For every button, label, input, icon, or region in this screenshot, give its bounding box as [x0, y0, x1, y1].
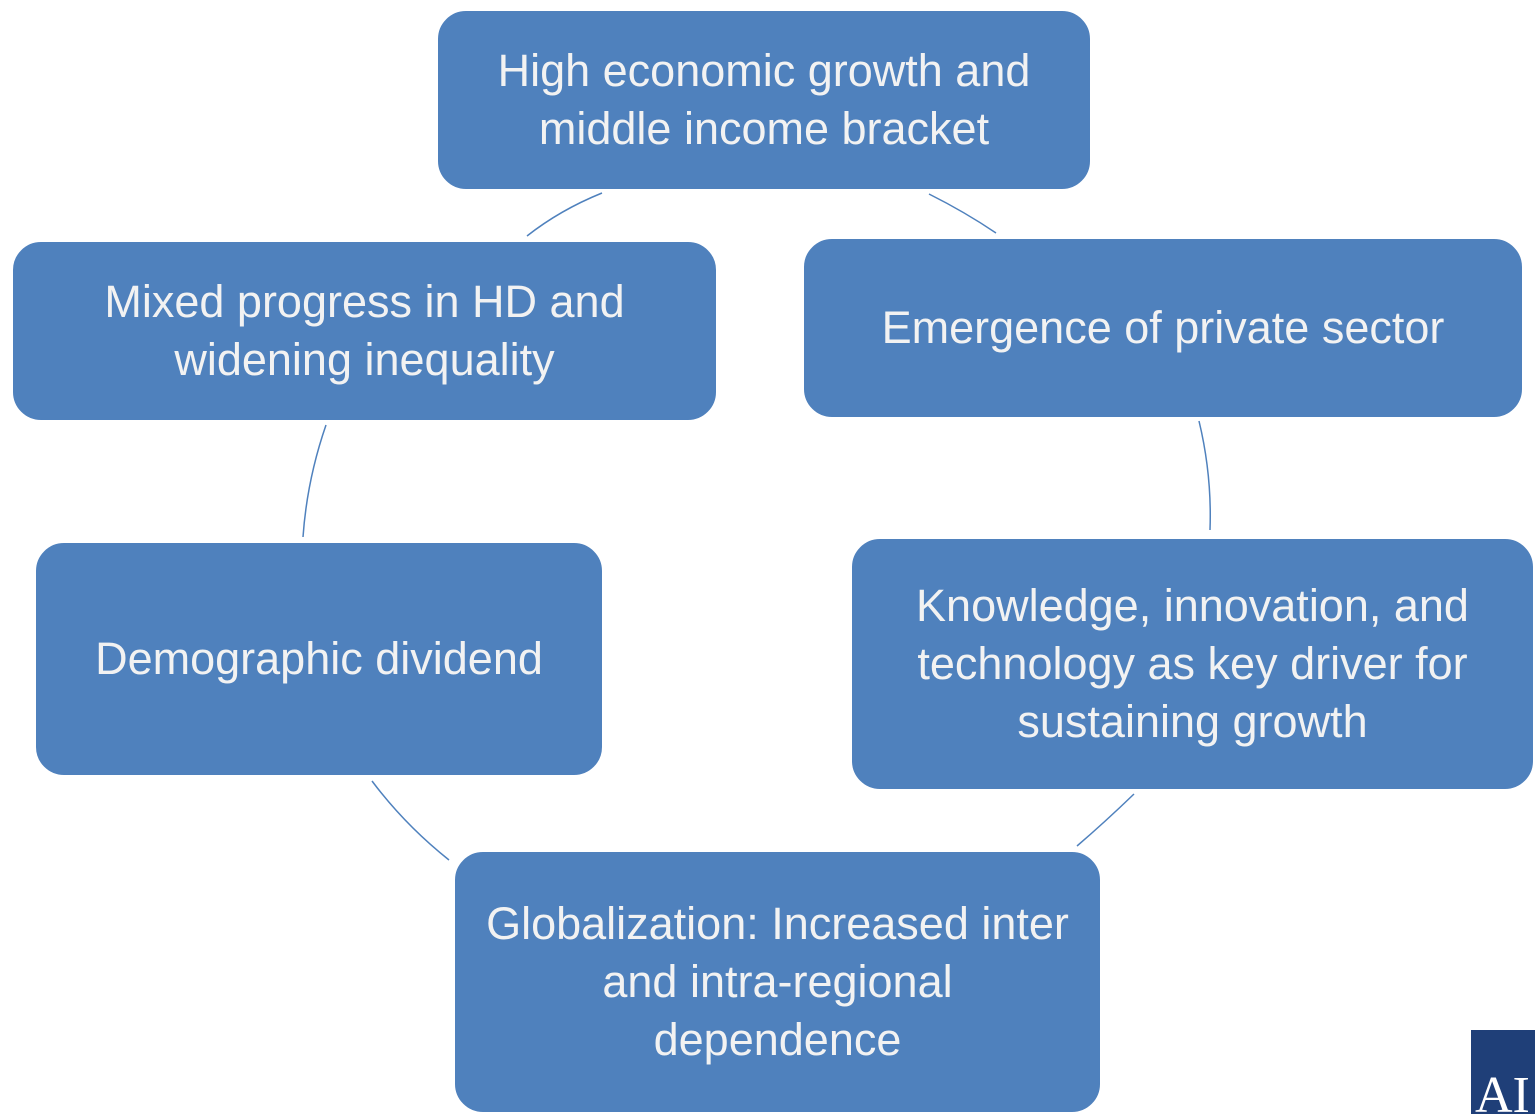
cycle-node-human-development: Mixed progress in HD and widening inequa…: [11, 240, 718, 422]
connector-top-right: [928, 193, 997, 234]
connector-right-midright: [1198, 420, 1211, 531]
node-label: High economic growth and middle income b…: [497, 45, 1031, 154]
cycle-node-demographic-dividend: Demographic dividend: [34, 541, 604, 777]
cycle-node-economic-growth: High economic growth and middle income b…: [436, 9, 1092, 191]
logo-mark: AI: [1475, 1067, 1530, 1114]
connector-bottom-midleft: [371, 780, 450, 861]
connector-left-top: [526, 192, 603, 237]
node-label: Mixed progress in HD and widening inequa…: [104, 276, 625, 385]
node-label: Globalization: Increased inter and intra…: [486, 898, 1069, 1065]
connector-midright-bottom: [1076, 793, 1135, 847]
institution-logo: AI: [1471, 1030, 1535, 1114]
node-label: Demographic dividend: [95, 633, 543, 684]
cycle-node-knowledge-innovation: Knowledge, innovation, and technology as…: [850, 537, 1535, 791]
logo-text: AI: [1475, 1067, 1530, 1114]
node-label: Knowledge, innovation, and technology as…: [916, 580, 1469, 747]
connector-midleft-left: [302, 424, 327, 538]
cycle-node-globalization: Globalization: Increased inter and intra…: [453, 850, 1102, 1114]
node-label: Emergence of private sector: [881, 302, 1445, 353]
cycle-node-private-sector: Emergence of private sector: [802, 237, 1524, 419]
